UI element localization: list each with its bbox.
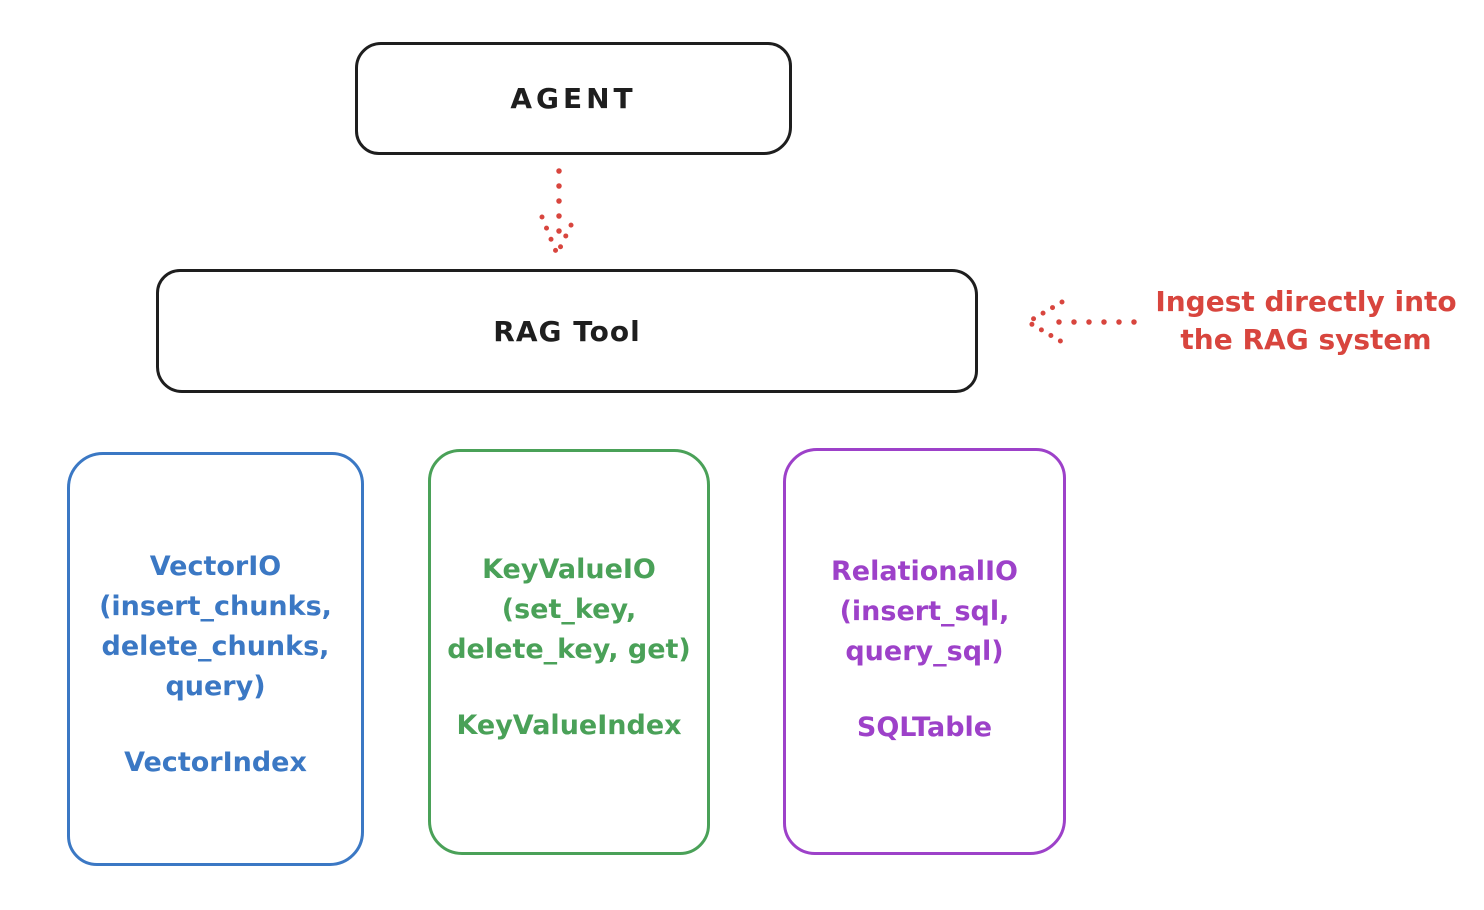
ingest-annotation-line1: Ingest directly into: [1155, 285, 1457, 318]
sql-table-label: SQLTable: [856, 712, 993, 743]
agent-label: AGENT: [510, 82, 637, 115]
keyvalue-index-label: KeyValueIndex: [456, 710, 682, 741]
rag-tool-label: RAG Tool: [493, 314, 641, 348]
rag-tool-node: RAG Tool: [156, 269, 978, 393]
vector-io-signature: VectorIO (insert_chunks, delete_chunks, …: [99, 551, 332, 702]
agent-to-rag-arrow: [539, 168, 578, 261]
relational-io-node: RelationalIO (insert_sql, query_sql) SQL…: [783, 448, 1066, 855]
keyvalue-io-node: KeyValueIO (set_key, delete_key, get) Ke…: [428, 449, 710, 855]
vector-io-node: VectorIO (insert_chunks, delete_chunks, …: [67, 452, 364, 866]
ingest-arrow: [1023, 299, 1137, 345]
ingest-annotation: Ingest directly into the RAG system: [1140, 283, 1472, 359]
vector-index-label: VectorIndex: [124, 747, 307, 778]
keyvalue-io-signature: KeyValueIO (set_key, delete_key, get): [447, 554, 691, 665]
ingest-annotation-line2: the RAG system: [1180, 323, 1432, 356]
agent-node: AGENT: [355, 42, 792, 155]
relational-io-signature: RelationalIO (insert_sql, query_sql): [831, 556, 1018, 667]
